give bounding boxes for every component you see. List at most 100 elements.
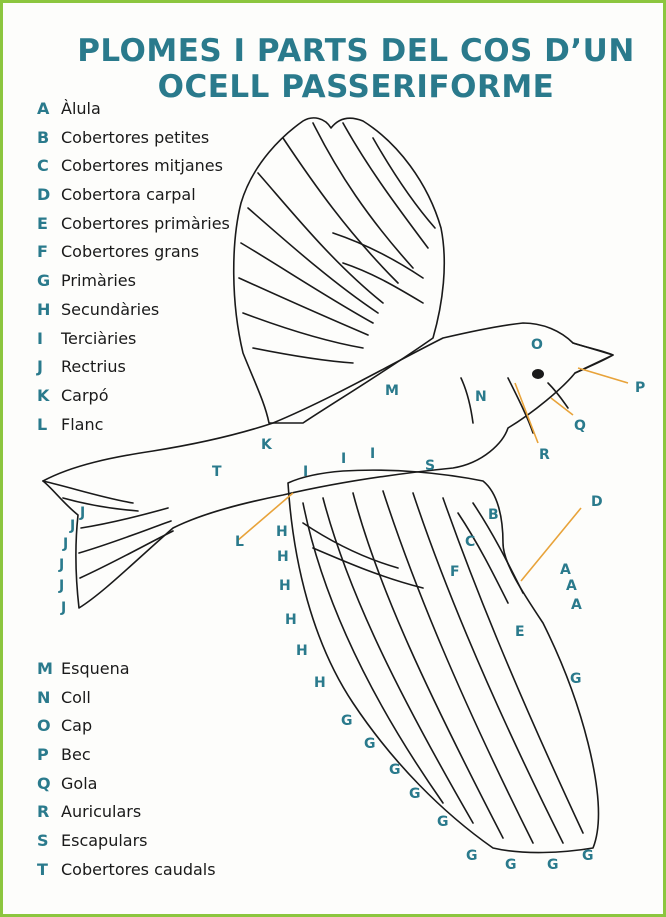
diagram-label-a-2: A	[566, 578, 577, 594]
legend-item: QGola	[37, 770, 216, 799]
diagram-label-h-4: H	[285, 612, 297, 628]
legend-letter: O	[37, 712, 61, 741]
diagram-label-j-1: J	[79, 505, 85, 521]
diagram-label-i-3: I	[370, 446, 375, 462]
legend-letter: F	[37, 238, 61, 267]
legend-item: NColl	[37, 684, 216, 713]
legend-letter: E	[37, 210, 61, 239]
diagram-label-j-2: J	[69, 518, 75, 534]
diagram-label-b: B	[488, 507, 499, 523]
legend-letter: M	[37, 655, 61, 684]
diagram-label-q: Q	[574, 418, 586, 434]
legend-item: LFlanc	[37, 411, 230, 440]
legend-letter: P	[37, 741, 61, 770]
legend-name: Flanc	[61, 415, 103, 434]
lower-wing-outline	[288, 470, 598, 852]
legend-letter: H	[37, 296, 61, 325]
legend-feathers: AÀlula BCobertores petites CCobertores m…	[37, 95, 230, 439]
legend-name: Cobertores petites	[61, 128, 209, 147]
diagram-label-h-6: H	[314, 675, 326, 691]
diagram-label-r: R	[539, 447, 550, 463]
diagram-label-j-3: J	[62, 536, 68, 552]
diagram-label-i-1: I	[303, 464, 308, 480]
legend-item: RAuriculars	[37, 798, 216, 827]
legend-item: HSecundàries	[37, 296, 230, 325]
legend-name: Escapulars	[61, 831, 148, 850]
legend-letter: L	[37, 411, 61, 440]
legend-letter: J	[37, 353, 61, 382]
diagram-label-g-2: G	[341, 713, 353, 729]
legend-letter: R	[37, 798, 61, 827]
diagram-label-d: D	[591, 494, 603, 510]
diagram-label-a-1: A	[560, 562, 571, 578]
diagram-label-a-3: A	[571, 597, 582, 613]
diagram-label-e: E	[515, 624, 525, 640]
bird-eye	[532, 369, 544, 379]
diagram-label-h-2: H	[277, 549, 289, 565]
diagram-label-j-6: J	[60, 600, 66, 616]
diagram-label-p: P	[635, 380, 645, 396]
legend-letter: C	[37, 152, 61, 181]
legend-item: ITerciàries	[37, 325, 230, 354]
legend-letter: Q	[37, 770, 61, 799]
legend-name: Bec	[61, 745, 91, 764]
legend-item: BCobertores petites	[37, 124, 230, 153]
diagram-label-j-5: J	[58, 578, 64, 594]
legend-letter: D	[37, 181, 61, 210]
diagram-label-g-3: G	[364, 736, 376, 752]
legend-item: SEscapulars	[37, 827, 216, 856]
legend-name: Cobertores mitjanes	[61, 156, 223, 175]
diagram-label-s: S	[425, 458, 435, 474]
diagram-label-m: M	[385, 383, 399, 399]
diagram-label-g-7: G	[466, 848, 478, 864]
diagram-label-n: N	[475, 389, 487, 405]
legend-letter: A	[37, 95, 61, 124]
legend-letter: K	[37, 382, 61, 411]
diagram-label-g-8: G	[505, 857, 517, 873]
legend-item: CCobertores mitjanes	[37, 152, 230, 181]
diagram-label-h-5: H	[296, 643, 308, 659]
diagram-label-h-1: H	[276, 524, 288, 540]
diagram-label-o: O	[531, 337, 543, 353]
legend-letter: N	[37, 684, 61, 713]
legend-body-parts: MEsquena NColl OCap PBec QGola RAuricula…	[37, 655, 216, 885]
legend-name: Àlula	[61, 99, 101, 118]
legend-item: GPrimàries	[37, 267, 230, 296]
legend-name: Cobertores grans	[61, 242, 199, 261]
legend-name: Primàries	[61, 271, 136, 290]
legend-item: OCap	[37, 712, 216, 741]
legend-item: ECobertores primàries	[37, 210, 230, 239]
legend-name: Cobertores caudals	[61, 860, 216, 879]
legend-item: AÀlula	[37, 95, 230, 124]
legend-name: Secundàries	[61, 300, 159, 319]
legend-item: JRectrius	[37, 353, 230, 382]
legend-name: Coll	[61, 688, 91, 707]
diagram-label-h-3: H	[279, 578, 291, 594]
legend-item: TCobertores caudals	[37, 856, 216, 885]
diagram-label-g-5: G	[409, 786, 421, 802]
legend-name: Carpó	[61, 386, 109, 405]
diagram-label-i-2: I	[341, 451, 346, 467]
legend-name: Cobertores primàries	[61, 214, 230, 233]
legend-item: MEsquena	[37, 655, 216, 684]
legend-item: DCobertora carpal	[37, 181, 230, 210]
diagram-label-j-4: J	[58, 557, 64, 573]
legend-name: Cap	[61, 716, 92, 735]
diagram-label-g-4: G	[389, 762, 401, 778]
legend-letter: T	[37, 856, 61, 885]
diagram-label-c: C	[465, 534, 475, 550]
diagram-label-k: K	[261, 437, 273, 453]
legend-name: Cobertora carpal	[61, 185, 196, 204]
legend-name: Terciàries	[61, 329, 136, 348]
diagram-label-g-9: G	[547, 857, 559, 873]
legend-item: KCarpó	[37, 382, 230, 411]
diagram-label-g-6: G	[437, 814, 449, 830]
legend-name: Gola	[61, 774, 97, 793]
legend-letter: I	[37, 325, 61, 354]
legend-letter: G	[37, 267, 61, 296]
diagram-label-l: L	[235, 534, 244, 550]
legend-name: Esquena	[61, 659, 130, 678]
diagram-label-t: T	[212, 464, 222, 480]
legend-letter: B	[37, 124, 61, 153]
